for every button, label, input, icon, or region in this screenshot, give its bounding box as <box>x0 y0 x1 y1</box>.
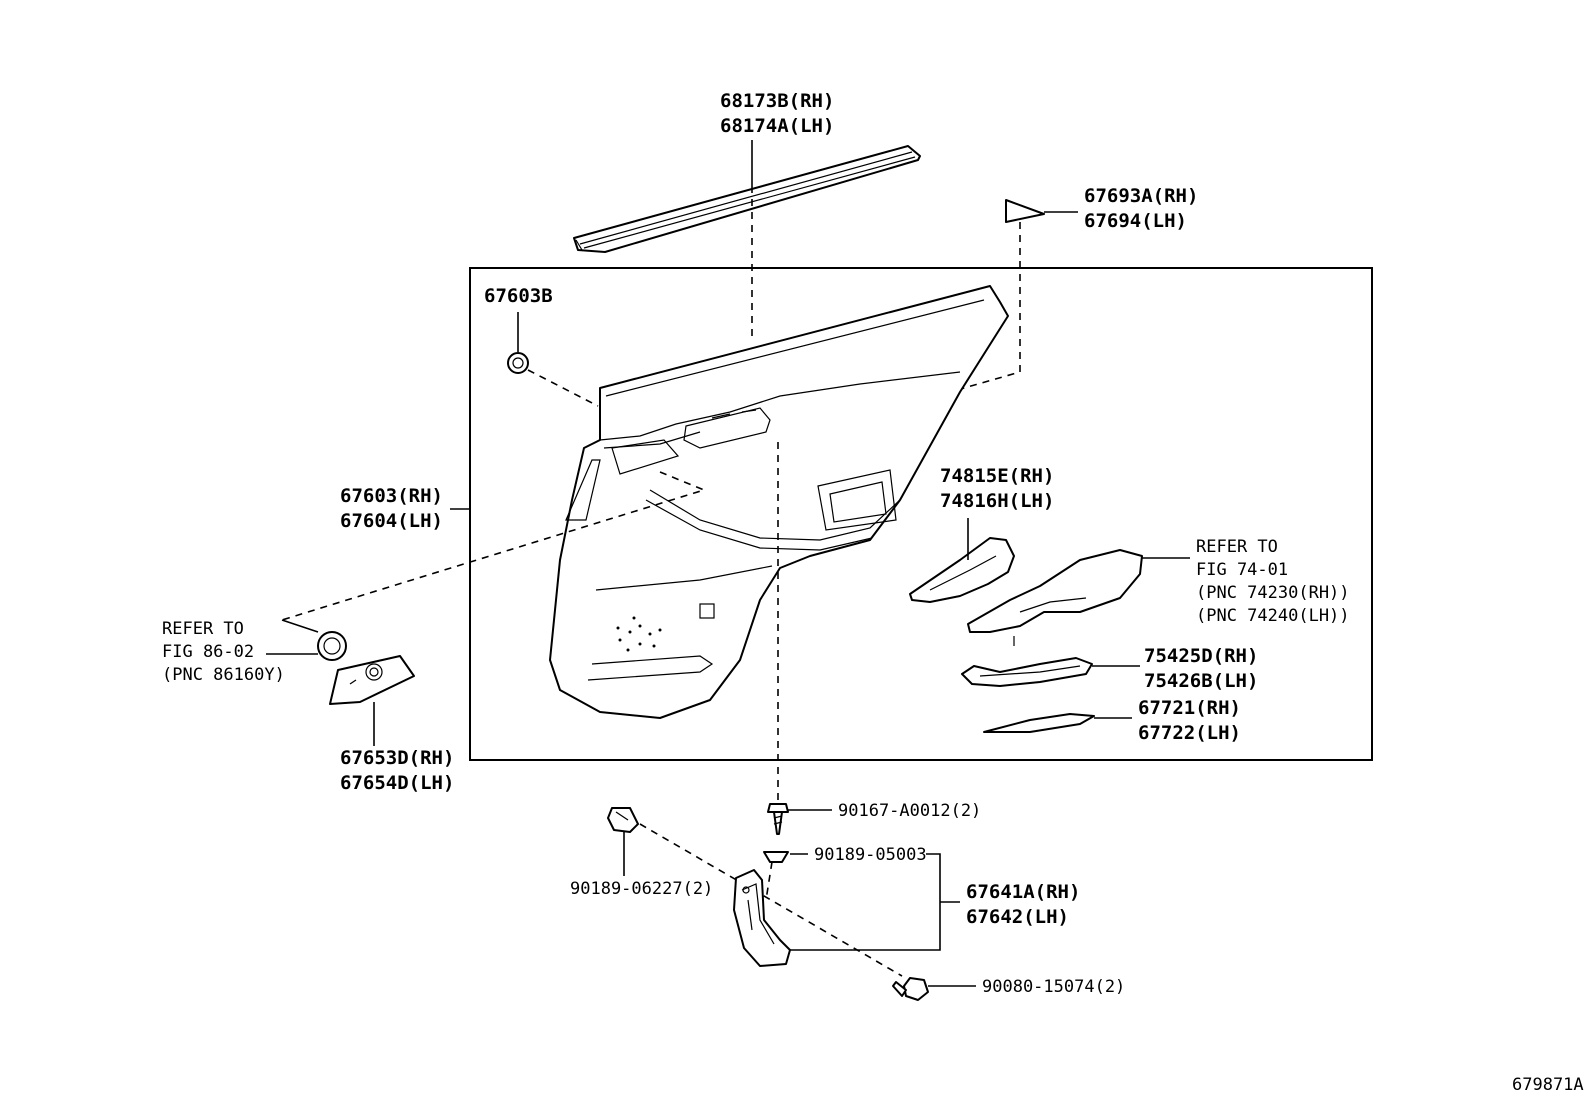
speaker-grille <box>616 616 662 652</box>
label-67653D: 67653D(RH) <box>340 747 454 769</box>
bolt-90080-part[interactable] <box>892 977 929 1001</box>
belt-moulding-part[interactable] <box>573 145 921 253</box>
label-67603: 67603(RH) <box>340 485 443 507</box>
tweeter-cover-part[interactable] <box>329 655 415 705</box>
label-75425D: 75425D(RH) <box>1144 645 1258 667</box>
label-67722: 67722(LH) <box>1138 722 1241 744</box>
door-ornament-part[interactable] <box>983 713 1095 733</box>
label-67642: 67642(LH) <box>966 906 1069 928</box>
label-67721: 67721(RH) <box>1138 697 1241 719</box>
ref86-line3: (PNC 86160Y) <box>162 665 285 685</box>
clip-90189-06227-part[interactable] <box>607 807 639 833</box>
label-90189-06227: 90189-06227(2) <box>570 879 713 899</box>
cap-90189-05003-part[interactable] <box>763 851 789 863</box>
label-67693A: 67693A(RH) <box>1084 185 1198 207</box>
label-67604: 67604(LH) <box>340 510 443 532</box>
ref74-line2: FIG 74-01 <box>1196 560 1288 580</box>
label-90080: 90080-15074(2) <box>982 977 1125 997</box>
tweeter-speaker-part[interactable] <box>317 631 347 661</box>
corner-cover-part[interactable] <box>1005 199 1045 223</box>
trim-clip-part[interactable] <box>507 352 529 374</box>
ref86-line1: REFER TO <box>162 619 244 639</box>
label-90189-05003: 90189-05003 <box>814 845 927 865</box>
armrest-base-part[interactable] <box>961 657 1093 687</box>
label-75426B: 75426B(LH) <box>1144 670 1258 692</box>
ref74-line1: REFER TO <box>1196 537 1278 557</box>
ref86-line2: FIG 86-02 <box>162 642 254 662</box>
armrest-part[interactable] <box>967 549 1143 646</box>
figure-id: 679871A <box>1512 1075 1584 1095</box>
screw-90167-part[interactable] <box>767 803 789 835</box>
label-67654D: 67654D(LH) <box>340 772 454 794</box>
armrest-bracket-part[interactable] <box>733 869 791 967</box>
label-74815E: 74815E(RH) <box>940 465 1054 487</box>
label-90167: 90167-A0012(2) <box>838 801 981 821</box>
label-74816H: 74816H(LH) <box>940 490 1054 512</box>
label-67694: 67694(LH) <box>1084 210 1187 232</box>
power-window-bezel-part[interactable] <box>909 537 1015 603</box>
assembly-frame <box>469 267 1373 761</box>
label-68174A: 68174A(LH) <box>720 115 834 137</box>
label-67603B: 67603B <box>484 285 553 307</box>
label-67641A: 67641A(RH) <box>966 881 1080 903</box>
ref74-line4: (PNC 74240(LH)) <box>1196 606 1350 626</box>
label-68173B: 68173B(RH) <box>720 90 834 112</box>
door-trim-board-part[interactable] <box>549 285 1009 719</box>
ref74-line3: (PNC 74230(RH)) <box>1196 583 1350 603</box>
